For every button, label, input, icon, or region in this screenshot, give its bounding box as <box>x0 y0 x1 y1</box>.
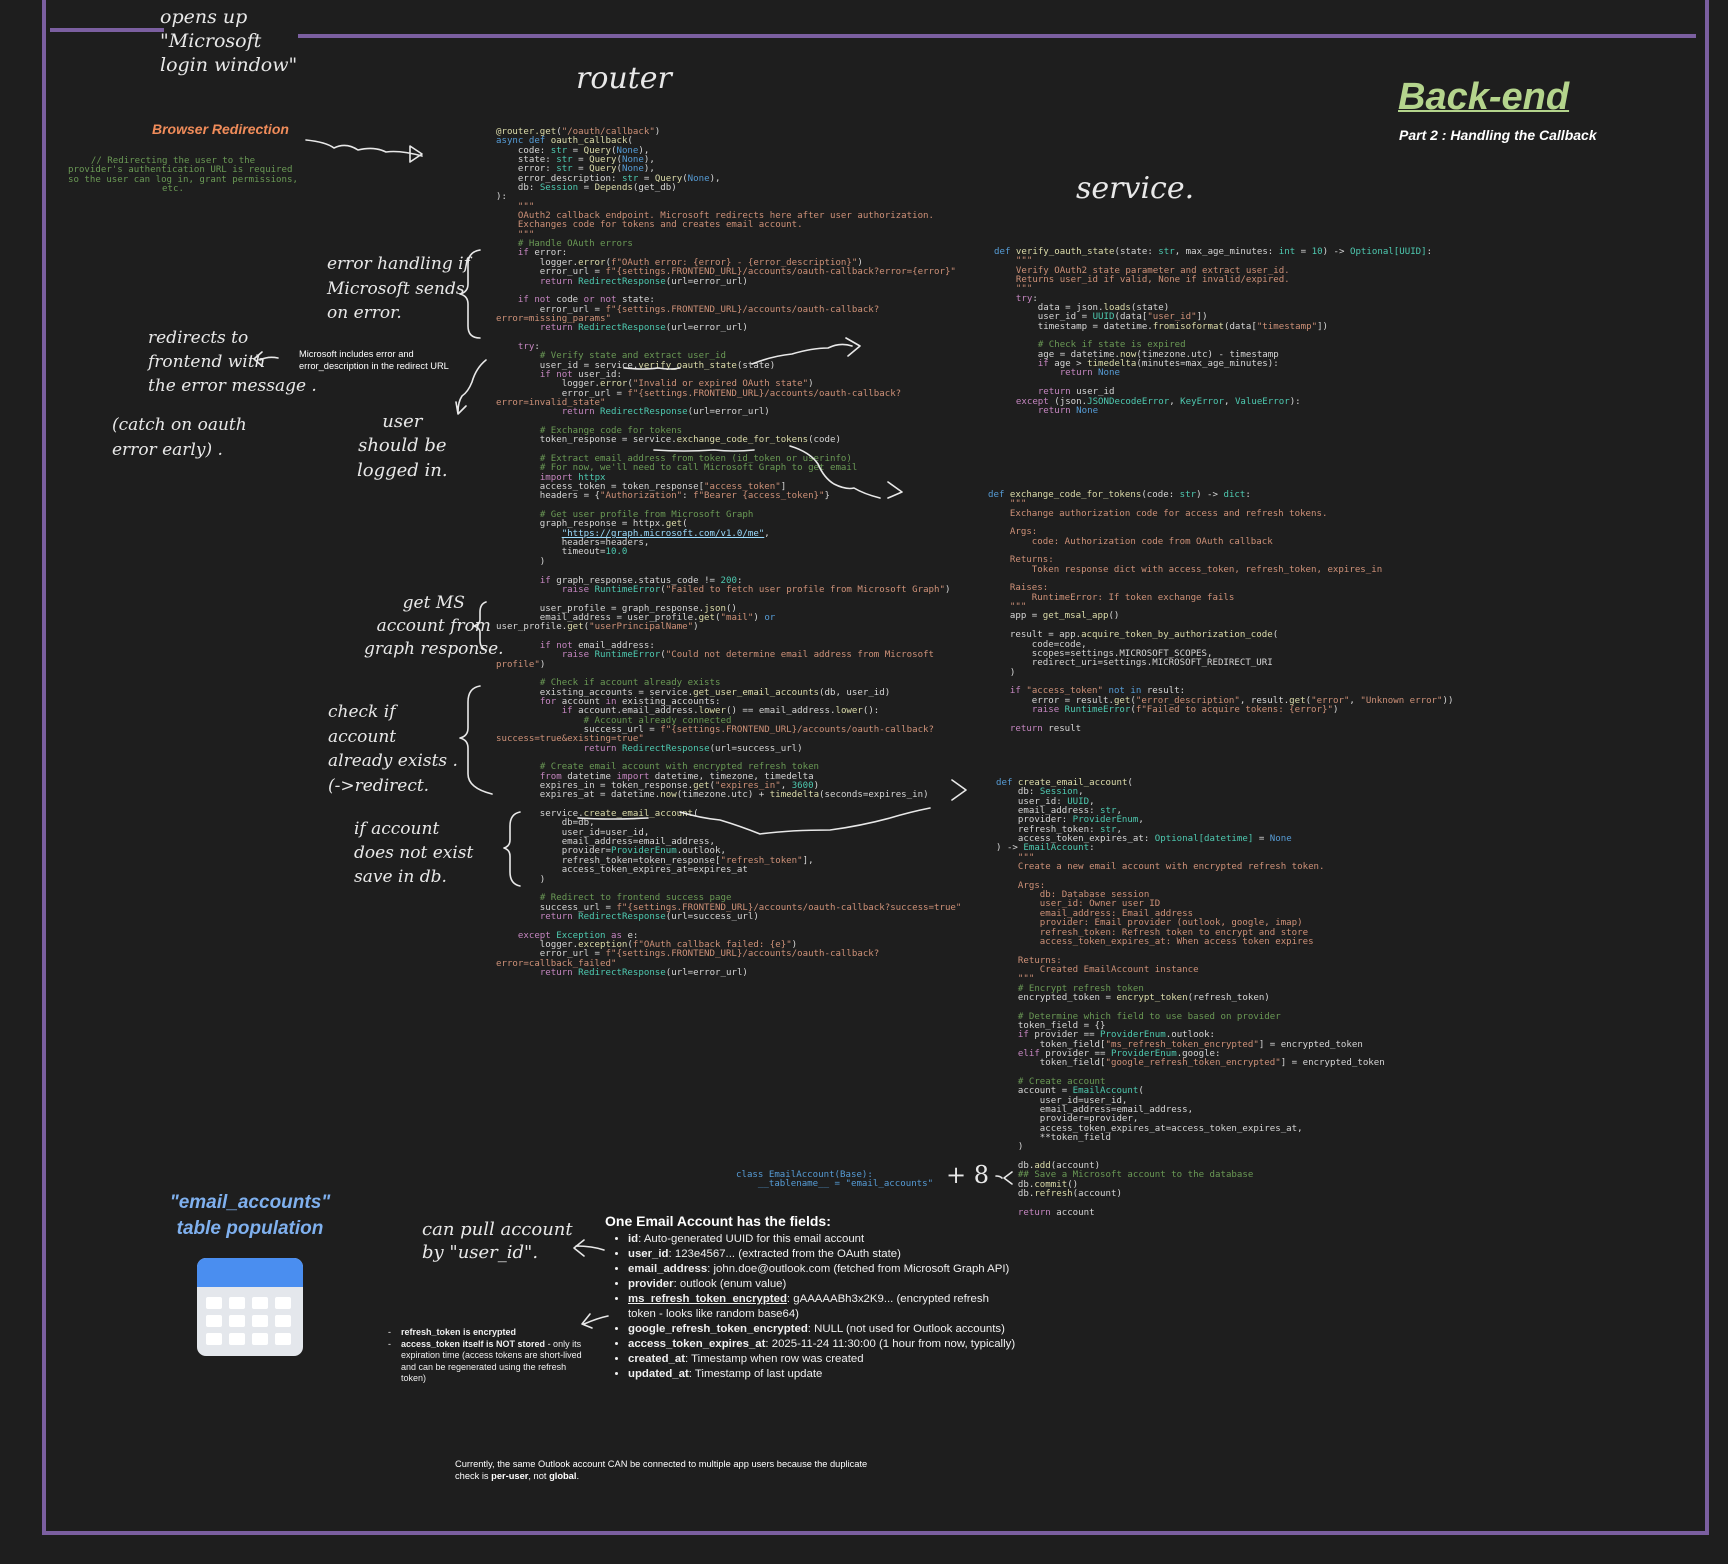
footer-note: Currently, the same Outlook account CAN … <box>455 1458 875 1482</box>
note-item: access_token itself is NOT stored - only… <box>388 1339 588 1385</box>
field-item: email_address: john.doe@outlook.com (fet… <box>628 1262 1018 1277</box>
footer-text-1: Currently, the same Outlook account CAN … <box>455 1459 868 1481</box>
handwritten-pull-account: can pull account by "user_id". <box>422 1219 573 1264</box>
field-item: google_refresh_token_encrypted: NULL (no… <box>628 1322 1018 1337</box>
field-key: created_at <box>628 1353 685 1365</box>
field-item: provider: outlook (enum value) <box>628 1277 1018 1292</box>
footer-bold-per-user: per-user <box>491 1471 529 1481</box>
field-key: id <box>628 1233 639 1245</box>
handwritten-user-logged: user should be logged in. <box>357 411 448 481</box>
handwritten-plus-eight: + 8 <box>946 1161 990 1189</box>
note-item: refresh_token is encrypted <box>388 1327 588 1339</box>
field-item: updated_at: Timestamp of last update <box>628 1367 1018 1382</box>
field-item: ms_refresh_token_encrypted: gAAAAABh3x2K… <box>628 1292 1018 1322</box>
handwritten-redirects: redirects to frontend with the error mes… <box>148 328 317 396</box>
browser-redirection-comment: // Redirecting the user to the provider'… <box>68 156 298 195</box>
table-population-title: "email_accounts" table population <box>169 1192 331 1239</box>
fields-list: id: Auto-generated UUID for this email a… <box>610 1232 1018 1382</box>
field-value: Timestamp when row was created <box>691 1353 864 1365</box>
note-access-not-stored: access_token itself is NOT stored <box>401 1338 546 1349</box>
handwritten-router: router <box>576 61 672 96</box>
note-access-detail: - only its expiration time (access token… <box>401 1338 582 1384</box>
field-item: created_at: Timestamp when row was creat… <box>628 1352 1018 1367</box>
handwritten-opens-window: opens up "Microsoft login window" <box>160 6 298 76</box>
calendar-table-icon <box>197 1258 303 1356</box>
field-value: outlook (enum value) <box>679 1278 787 1290</box>
top-divider-left <box>50 28 164 32</box>
handwritten-not-exist: if account does not exist save in db. <box>354 819 474 887</box>
email-account-class-def: class EmailAccount(Base): __tablename__ … <box>736 1170 934 1190</box>
page-subtitle: Part 2 : Handling the Callback <box>1399 127 1597 143</box>
service-create-email-account-code: def create_email_account( db: Session, u… <box>996 778 1385 1218</box>
note-refresh-encrypted: refresh_token is encrypted <box>401 1327 517 1337</box>
handwritten-check-account: check if account already exists . (->red… <box>328 702 458 796</box>
service-verify-oauth-state-code: def verify_oauth_state(state: str, max_a… <box>994 247 1433 416</box>
fields-heading: One Email Account has the fields: <box>605 1213 831 1229</box>
microsoft-error-note: Microsoft includes error and error_descr… <box>299 349 449 371</box>
field-key: updated_at <box>628 1368 689 1380</box>
field-item: id: Auto-generated UUID for this email a… <box>628 1232 1018 1247</box>
field-value: 2025-11-24 11:30:00 (1 hour from now, ty… <box>771 1338 1016 1350</box>
handwritten-get-ms: get MS account from graph response. <box>364 593 504 659</box>
router-code-block: @router.get("/oauth/callback") async def… <box>496 127 962 978</box>
field-value: Auto-generated UUID for this email accou… <box>643 1233 865 1245</box>
field-key: google_refresh_token_encrypted <box>628 1323 808 1335</box>
field-value: 123e4567... (extracted from the OAuth st… <box>674 1248 901 1260</box>
field-value: Timestamp of last update <box>694 1368 823 1380</box>
handwritten-error-handling: error handling if Microsoft sends on err… <box>327 254 470 324</box>
field-key: email_address <box>628 1263 708 1275</box>
footer-bold-global: global <box>549 1471 577 1481</box>
browser-redirection-title: Browser Redirection <box>152 121 289 137</box>
page-title: Back-end <box>1398 76 1570 118</box>
handwritten-service: service. <box>1076 171 1195 206</box>
footer-text-2: , not <box>528 1471 550 1481</box>
service-exchange-code-code: def exchange_code_for_tokens(code: str) … <box>988 490 1454 734</box>
field-item: user_id: 123e4567... (extracted from the… <box>628 1247 1018 1262</box>
field-key: access_token_expires_at <box>628 1338 766 1350</box>
top-divider-right <box>298 34 1696 38</box>
board-frame <box>42 0 1709 1535</box>
handwritten-catch-early: (catch on oauth error early) . <box>112 415 247 460</box>
footer-text-3: . <box>576 1471 580 1481</box>
field-item: access_token_expires_at: 2025-11-24 11:3… <box>628 1337 1018 1352</box>
field-value: john.doe@outlook.com (fetched from Micro… <box>713 1263 1010 1275</box>
field-key: user_id <box>628 1248 669 1260</box>
field-value: gAAAAABh3x2K9... (encrypted refresh toke… <box>628 1293 989 1320</box>
token-notes: refresh_token is encrypted access_token … <box>388 1327 588 1385</box>
field-key: ms_refresh_token_encrypted <box>628 1293 787 1305</box>
field-key: provider <box>628 1278 674 1290</box>
field-value: NULL (not used for Outlook accounts) <box>814 1323 1005 1335</box>
